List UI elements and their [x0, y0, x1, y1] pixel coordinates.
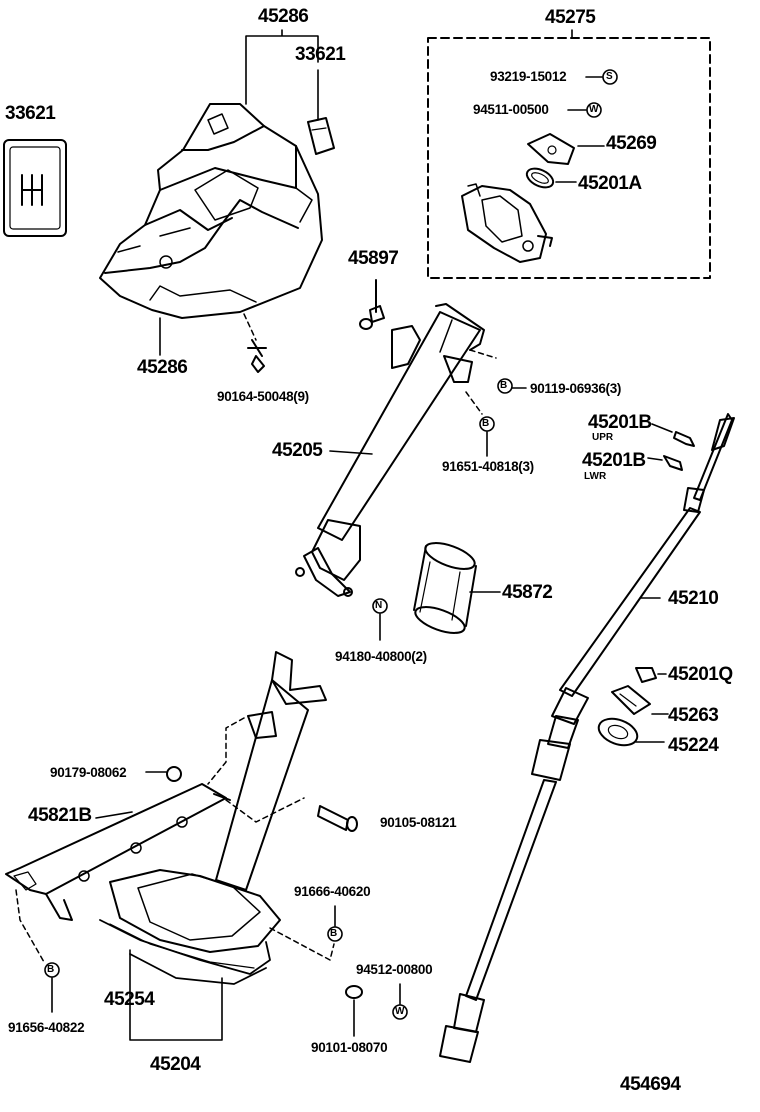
- label-90164: 90164-50048(9): [217, 389, 309, 404]
- label-45872: 45872: [502, 582, 553, 603]
- symbol-w-1: [586, 102, 602, 118]
- symbol-w-2: [392, 1004, 408, 1020]
- label-45210: 45210: [668, 588, 719, 609]
- symbol-b-letter-4: B: [47, 964, 55, 975]
- label-45286-bottom: 45286: [137, 357, 188, 378]
- label-45201B-lwr: 45201B: [582, 450, 646, 471]
- column-cover-45286: [99, 103, 323, 319]
- nut-90179: [166, 766, 182, 782]
- label-45224: 45224: [668, 735, 719, 756]
- label-94511: 94511-00500: [473, 102, 549, 117]
- column-tube-45205: [295, 303, 485, 597]
- label-91656: 91656-40822: [8, 1020, 85, 1035]
- label-45269: 45269: [606, 133, 657, 154]
- lower-column-45204: [99, 651, 327, 985]
- label-90105: 90105-08121: [380, 815, 457, 830]
- label-94512: 94512-00800: [356, 962, 433, 977]
- label-33621-plate: 33621: [295, 44, 346, 65]
- clip-45201B-upr: [673, 431, 695, 447]
- label-45275: 45275: [545, 7, 596, 28]
- label-90101: 90101-08070: [311, 1040, 388, 1055]
- label-91651: 91651-40818(3): [442, 459, 534, 474]
- symbol-b-4: [44, 962, 60, 978]
- symbol-b-letter-3: B: [330, 928, 338, 939]
- label-45204: 45204: [150, 1054, 201, 1075]
- label-45897: 45897: [348, 248, 399, 269]
- symbol-b-2: [479, 416, 495, 432]
- label-90119: 90119-06936(3): [530, 381, 622, 396]
- screw-90164: [243, 313, 267, 373]
- bushing-45872: [413, 542, 477, 634]
- label-45201B-upr: 45201B: [588, 412, 652, 433]
- label-45821B: 45821B: [28, 805, 92, 826]
- plate-33621: [307, 117, 335, 155]
- label-33621-shift: 33621: [5, 103, 56, 124]
- clip-45201Q: [635, 667, 657, 683]
- label-91666: 91666-40620: [294, 884, 371, 899]
- group-45275-box: [427, 37, 711, 279]
- shift-plate-33621: [3, 139, 67, 237]
- bolt-90101: [345, 985, 363, 1037]
- symbol-b-letter-1: B: [500, 380, 508, 391]
- symbol-b-letter-2: B: [482, 418, 490, 429]
- label-94180: 94180-40800(2): [335, 649, 427, 664]
- label-45201Q: 45201Q: [668, 664, 733, 685]
- symbol-b-1: [497, 378, 513, 394]
- bolt-90105: [317, 805, 358, 832]
- leader-45286-top: [245, 29, 319, 105]
- label-lwr-note: LWR: [584, 471, 607, 482]
- symbol-n: [372, 598, 388, 614]
- symbol-w-letter-1: W: [589, 104, 599, 115]
- label-45205: 45205: [272, 440, 323, 461]
- symbol-s: [602, 69, 618, 85]
- label-45286-top: 45286: [258, 6, 309, 27]
- symbol-w-letter-2: W: [395, 1006, 405, 1017]
- seal-45224: [597, 717, 639, 747]
- label-45201A: 45201A: [578, 173, 642, 194]
- symbol-b-3: [327, 926, 343, 942]
- label-90179: 90179-08062: [50, 765, 127, 780]
- bolt-45897: [359, 279, 385, 330]
- label-93219: 93219-15012: [490, 69, 567, 84]
- label-45254: 45254: [104, 989, 155, 1010]
- label-45263: 45263: [668, 705, 719, 726]
- main-shaft-45210: [439, 413, 735, 1063]
- clip-45201B-lwr: [663, 455, 683, 471]
- lock-cylinder-45201A: [461, 133, 575, 263]
- diagram-id: 454694: [620, 1074, 681, 1095]
- label-upr-note: UPR: [592, 432, 614, 443]
- bracket-45821B: [5, 783, 231, 921]
- bearing-45263: [611, 685, 651, 715]
- symbol-s-letter: S: [606, 71, 613, 82]
- symbol-n-letter: N: [375, 600, 383, 611]
